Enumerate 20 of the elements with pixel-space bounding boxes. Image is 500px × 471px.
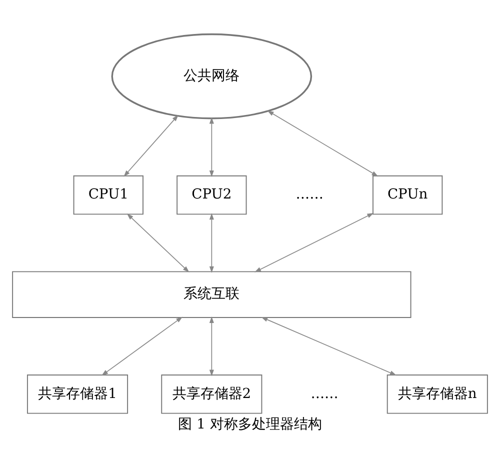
arrow (261, 317, 396, 376)
caption: 图 1 对称多处理器结构 (178, 416, 322, 433)
arrow (254, 212, 374, 272)
node-box: CPU2 (176, 175, 247, 215)
label: …… (310, 386, 338, 402)
arrow (209, 316, 214, 376)
arrow (102, 316, 183, 376)
node-box: CPU1 (73, 175, 144, 215)
node-box: 系统互联 (12, 271, 412, 318)
node-box: 共享存储器n (386, 374, 488, 414)
label: …… (296, 186, 324, 203)
arrow (209, 213, 214, 273)
arrow (209, 117, 214, 177)
arrow (267, 110, 378, 176)
node-ellipse: 公共网络 (111, 33, 312, 120)
node-box: 共享存储器1 (26, 374, 128, 414)
arrow (126, 214, 190, 272)
arrow (124, 114, 178, 177)
node-box: 共享存储器2 (161, 374, 262, 414)
node-box: CPUn (372, 175, 443, 215)
